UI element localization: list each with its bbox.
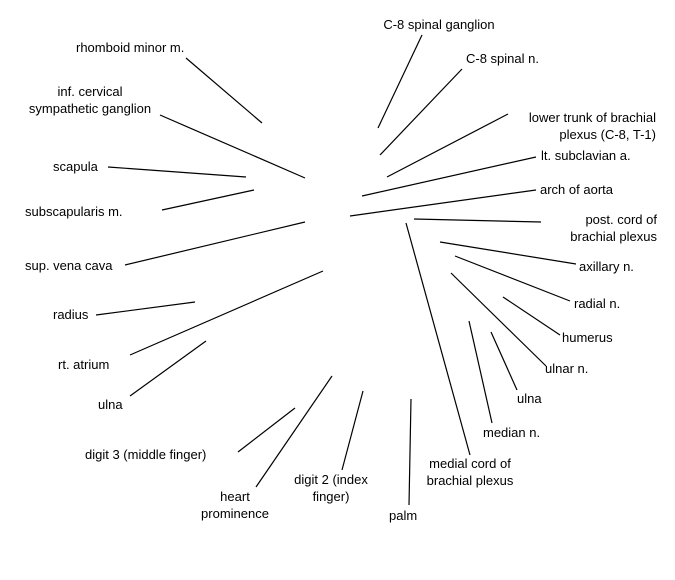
leader-post-cord bbox=[413, 218, 542, 223]
leader-axillary-n bbox=[439, 241, 577, 265]
leader-scapula bbox=[107, 166, 247, 178]
leader-humerus bbox=[502, 296, 561, 336]
label-sup-vena-cava: sup. vena cava bbox=[25, 258, 113, 273]
label-ulna-right: ulna bbox=[517, 391, 542, 406]
label-c8-spinal-ganglion: C-8 spinal ganglion bbox=[383, 17, 495, 32]
label-ulna-left: ulna bbox=[98, 397, 123, 412]
leader-inf-cervical bbox=[159, 114, 306, 179]
label-medial-cord: medial cord of brachial plexus bbox=[426, 456, 514, 488]
leader-ulna-left bbox=[129, 340, 207, 397]
leader-arch-of-aorta bbox=[349, 189, 537, 217]
label-axillary-n: axillary n. bbox=[579, 259, 634, 274]
label-subscapularis: subscapularis m. bbox=[25, 204, 123, 219]
leader-lt-subclavian bbox=[361, 156, 537, 197]
label-scapula: scapula bbox=[53, 159, 98, 174]
leader-digit3 bbox=[237, 407, 296, 453]
leader-palm bbox=[408, 398, 412, 506]
label-digit2: digit 2 (index finger) bbox=[294, 472, 368, 504]
leader-radius bbox=[95, 301, 196, 316]
leader-c8-spinal-ganglion bbox=[377, 34, 423, 129]
leader-ulnar-n bbox=[450, 272, 547, 367]
label-post-cord: post. cord of brachial plexus bbox=[570, 212, 657, 244]
label-rhomboid-minor: rhomboid minor m. bbox=[76, 40, 185, 55]
label-radial-n: radial n. bbox=[574, 296, 621, 311]
label-arch-of-aorta: arch of aorta bbox=[540, 182, 613, 197]
label-inf-cervical: inf. cervical sympathetic ganglion bbox=[28, 84, 152, 116]
leader-digit2 bbox=[341, 390, 364, 471]
label-lower-trunk: lower trunk of brachial plexus (C-8, T-1… bbox=[528, 110, 656, 142]
leader-lower-trunk bbox=[386, 113, 509, 178]
leader-sup-vena-cava bbox=[124, 221, 306, 266]
label-digit3: digit 3 (middle finger) bbox=[85, 447, 207, 462]
leader-ulna-right bbox=[490, 331, 518, 391]
leader-radial-n bbox=[454, 255, 571, 302]
leader-rhomboid-minor bbox=[185, 57, 263, 124]
leader-median-n bbox=[468, 320, 493, 424]
leader-rt-atrium bbox=[129, 270, 324, 356]
label-lt-subclavian: lt. subclavian a. bbox=[541, 148, 631, 163]
label-median-n: median n. bbox=[483, 425, 541, 440]
label-palm: palm bbox=[389, 508, 418, 523]
label-radius: radius bbox=[53, 307, 89, 322]
leader-heart-prominence bbox=[255, 375, 333, 488]
leader-subscapularis bbox=[161, 189, 255, 211]
label-rt-atrium: rt. atrium bbox=[58, 357, 110, 372]
label-heart-prominence: heart prominence bbox=[201, 489, 269, 521]
label-humerus: humerus bbox=[562, 330, 613, 345]
leader-medial-cord bbox=[405, 222, 471, 456]
leader-c8-spinal-n bbox=[379, 68, 463, 156]
label-ulnar-n: ulnar n. bbox=[545, 361, 589, 376]
label-c8-spinal-n: C-8 spinal n. bbox=[466, 51, 539, 66]
